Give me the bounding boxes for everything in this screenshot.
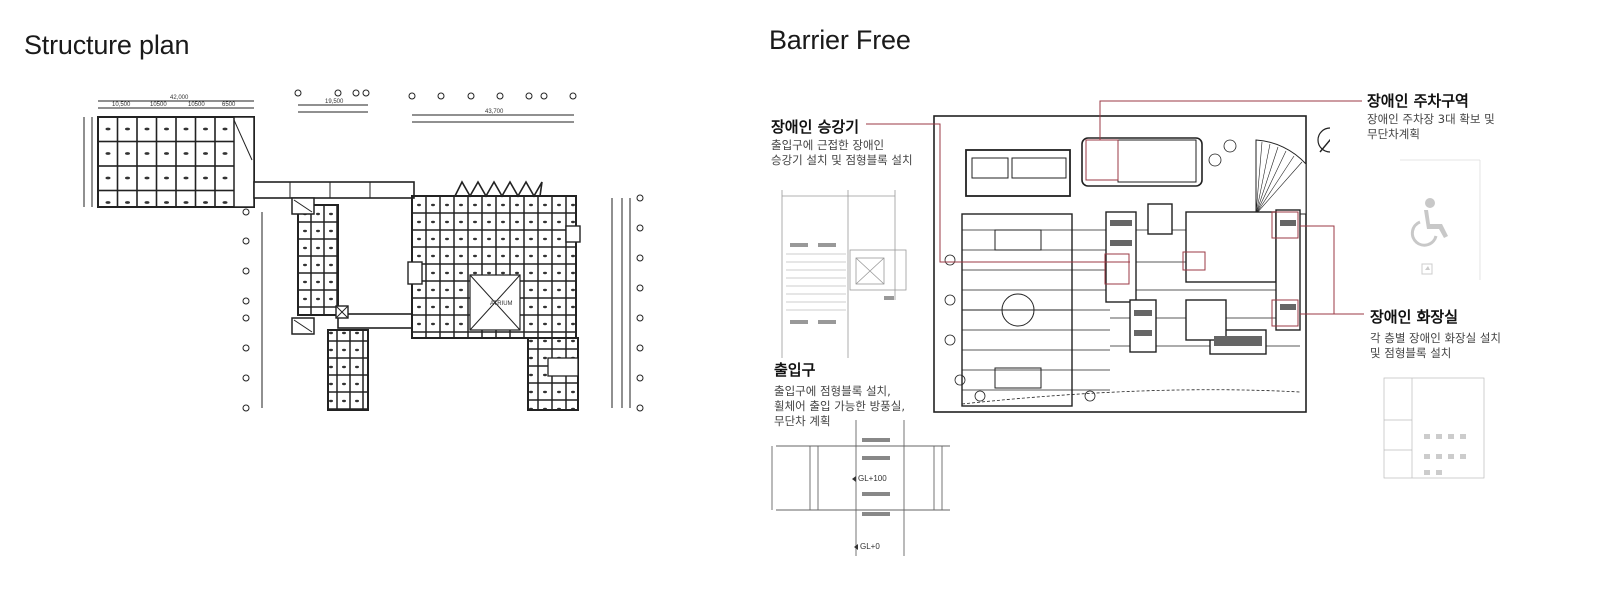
parking-annotation-desc-1: 장애인 주차장 3대 확보 및 bbox=[1367, 112, 1495, 126]
elevator-annotation-desc-1: 출입구에 근접한 장애인 bbox=[771, 138, 885, 152]
svg-text:19,500: 19,500 bbox=[325, 99, 344, 105]
elevator-annotation-desc-2: 승강기 설치 및 점형블록 설치 bbox=[771, 153, 913, 167]
toilet-annotation-desc-2: 및 점형블록 설치 bbox=[1370, 346, 1452, 360]
toilet-annotation-title: 장애인 화장실 bbox=[1370, 308, 1459, 326]
gl100-label: GL+100 bbox=[858, 474, 887, 483]
accessible-parking-drawing bbox=[1400, 159, 1481, 280]
svg-text:10500: 10500 bbox=[188, 102, 205, 108]
structure-plan-drawing: 42,000 10,500 10500 10500 6500 ATRIUM 19,5… bbox=[83, 89, 644, 412]
parking-annotation-title: 장애인 주차구역 bbox=[1367, 92, 1469, 110]
parking-annotation-desc-2: 무단차계획 bbox=[1367, 127, 1420, 141]
toilet-detail-drawing bbox=[1383, 377, 1485, 479]
toilet-annotation-desc-1: 각 층별 장애인 화장실 설치 bbox=[1370, 331, 1502, 345]
entrance-annotation-desc-3: 무단차 계획 bbox=[774, 414, 831, 428]
svg-text:10,500: 10,500 bbox=[112, 102, 131, 108]
svg-text:ATRIUM: ATRIUM bbox=[490, 301, 513, 307]
structure-plan-title: Structure plan bbox=[24, 30, 190, 60]
entrance-detail-drawing: GL+100 GL+0 bbox=[771, 420, 950, 556]
wheelchair-icon bbox=[1410, 198, 1448, 247]
svg-text:6500: 6500 bbox=[222, 102, 236, 108]
entrance-annotation-desc-2: 휠체어 출입 가능한 방풍실, bbox=[774, 399, 906, 413]
elevator-annotation-title: 장애인 승강기 bbox=[771, 118, 860, 136]
elevator-detail-drawing bbox=[781, 190, 907, 358]
gl0-label: GL+0 bbox=[860, 542, 880, 551]
svg-text:43,700: 43,700 bbox=[485, 109, 504, 115]
site-plan-drawing bbox=[933, 115, 1330, 413]
svg-text:10500: 10500 bbox=[150, 102, 167, 108]
entrance-annotation-title: 출입구 bbox=[774, 361, 816, 379]
barrier-free-title: Barrier Free bbox=[769, 25, 911, 55]
entrance-annotation-desc-1: 출입구에 점형블록 설치, bbox=[774, 384, 891, 398]
svg-text:42,000: 42,000 bbox=[170, 95, 189, 101]
